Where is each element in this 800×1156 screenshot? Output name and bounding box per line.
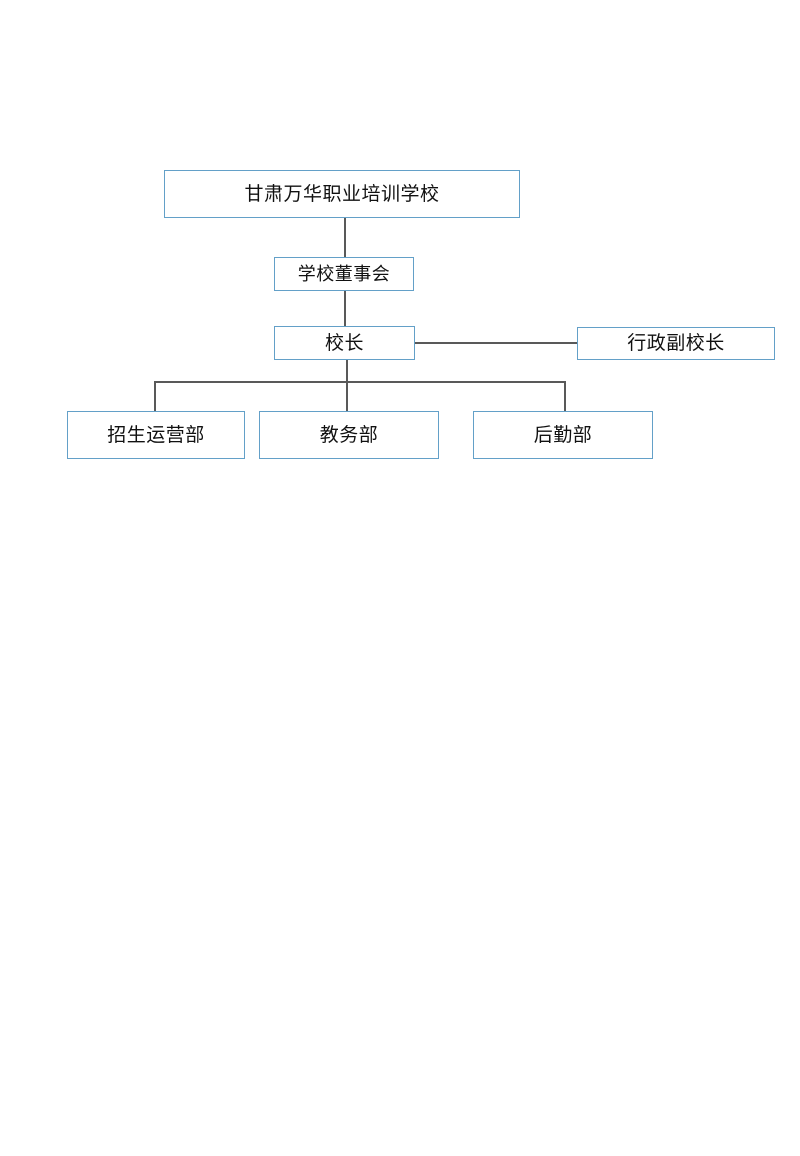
connector-bus-to-admissions <box>154 381 156 411</box>
node-academic-affairs-department[interactable]: 教务部 <box>259 411 439 459</box>
connector-board-to-principal <box>344 291 346 326</box>
connector-principal-stem <box>346 360 348 411</box>
node-admissions-operations-department[interactable]: 招生运营部 <box>67 411 245 459</box>
node-board-of-directors[interactable]: 学校董事会 <box>274 257 414 291</box>
node-logistics-department[interactable]: 后勤部 <box>473 411 653 459</box>
node-principal[interactable]: 校长 <box>274 326 415 360</box>
connector-department-bus <box>154 381 566 383</box>
node-label-board-of-directors: 学校董事会 <box>297 264 391 284</box>
node-label-principal: 校长 <box>324 332 364 354</box>
node-label-logistics-department: 后勤部 <box>533 424 593 446</box>
connector-root-to-board <box>344 218 346 257</box>
node-label-academic-affairs-department: 教务部 <box>319 424 379 446</box>
connector-principal-to-vice <box>415 342 577 344</box>
node-label-vice-principal-administration: 行政副校长 <box>627 333 725 354</box>
connector-bus-to-logistics <box>564 381 566 411</box>
node-school-root[interactable]: 甘肃万华职业培训学校 <box>164 170 520 218</box>
node-label-admissions-operations-department: 招生运营部 <box>107 424 205 446</box>
node-label-school-root: 甘肃万华职业培训学校 <box>244 183 440 205</box>
node-vice-principal-administration[interactable]: 行政副校长 <box>577 327 775 360</box>
